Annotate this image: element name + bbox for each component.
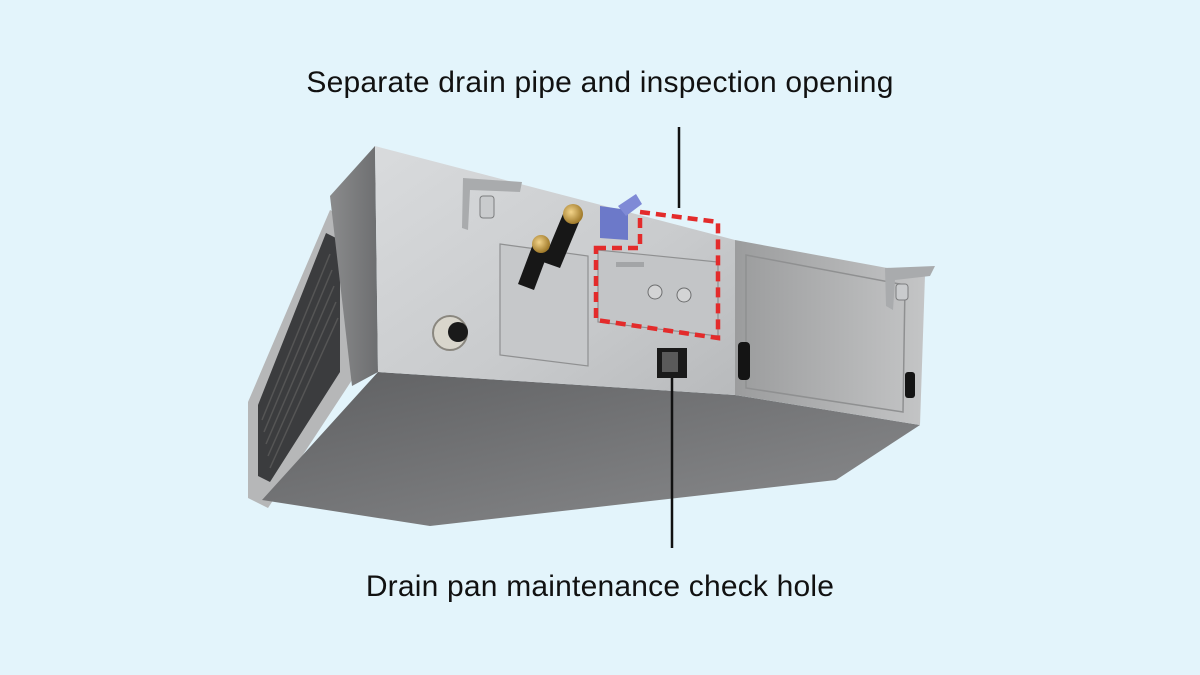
refrigerant-pipe-liquid [518, 235, 550, 290]
end-slot-left [738, 342, 750, 380]
callout-drain-pipe-inspection-label: Separate drain pipe and inspection openi… [306, 66, 894, 99]
unit-left-face [330, 146, 378, 386]
hanger-bracket-right [885, 266, 935, 310]
end-slot-right [905, 372, 915, 398]
callout-drain-pan-check-hole-label: Drain pan maintenance check hole [365, 570, 835, 603]
unit-end-face [735, 240, 925, 425]
drain-outlet-left [432, 315, 468, 351]
inspection-opening-panel [597, 249, 719, 337]
return-air-grille [248, 210, 352, 508]
refrigerant-pipe-gas [543, 204, 583, 268]
drain-pipe [600, 194, 642, 240]
hanger-bracket-left [462, 178, 522, 230]
drain-pan-check-hole [657, 348, 687, 378]
unit-bottom-face [262, 372, 920, 526]
